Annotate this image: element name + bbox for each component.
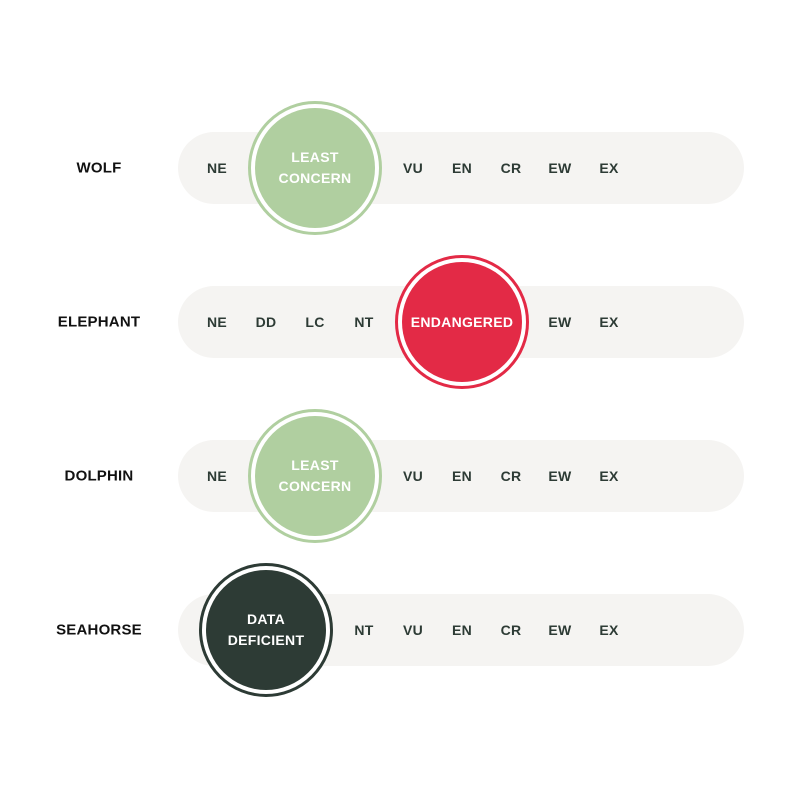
status-badge-fill: ENDANGERED: [402, 262, 522, 382]
category-code-en: EN: [451, 160, 473, 176]
animal-name: ELEPHANT: [57, 313, 141, 331]
status-label: DATA DEFICIENT: [227, 611, 305, 648]
status-row-seahorse: SEAHORSELCNTVUENCREWEXDATA DEFICIENT: [0, 560, 800, 700]
status-badge: LEAST CONCERN: [248, 101, 382, 235]
status-badge: LEAST CONCERN: [248, 409, 382, 543]
category-code-ew: EW: [548, 314, 572, 330]
category-code-ex: EX: [599, 160, 619, 176]
category-code-nt: NT: [354, 622, 374, 638]
category-code-dd: DD: [255, 314, 277, 330]
category-code-ex: EX: [599, 468, 619, 484]
category-code-cr: CR: [500, 160, 522, 176]
category-code-ex: EX: [599, 622, 619, 638]
status-badge-fill: DATA DEFICIENT: [206, 570, 326, 690]
category-code-cr: CR: [500, 468, 522, 484]
status-row-dolphin: DOLPHINNEDDNTVUENCREWEXLEAST CONCERN: [0, 406, 800, 546]
category-code-ne: NE: [206, 468, 228, 484]
category-code-vu: VU: [402, 468, 424, 484]
category-track: NEDDLCNTVUCREWEXENDANGERED: [178, 255, 744, 389]
status-badge-fill: LEAST CONCERN: [255, 108, 375, 228]
animal-name: DOLPHIN: [64, 467, 134, 485]
category-code-cr: CR: [500, 622, 522, 638]
category-code-ew: EW: [548, 160, 572, 176]
category-code-ex: EX: [599, 314, 619, 330]
category-code-ew: EW: [548, 468, 572, 484]
category-code-en: EN: [451, 468, 473, 484]
animal-name: WOLF: [76, 159, 122, 177]
status-row-elephant: ELEPHANTNEDDLCNTVUCREWEXENDANGERED: [0, 252, 800, 392]
status-label: LEAST CONCERN: [278, 457, 352, 494]
category-code-ew: EW: [548, 622, 572, 638]
status-badge-fill: LEAST CONCERN: [255, 416, 375, 536]
status-label: ENDANGERED: [410, 313, 514, 330]
category-track: NEDDNTVUENCREWEXLEAST CONCERN: [178, 409, 744, 543]
category-code-ne: NE: [206, 160, 228, 176]
status-label: LEAST CONCERN: [278, 149, 352, 186]
status-badge: DATA DEFICIENT: [199, 563, 333, 697]
category-code-vu: VU: [402, 622, 424, 638]
category-code-lc: LC: [305, 314, 325, 330]
category-code-nt: NT: [354, 314, 374, 330]
category-code-en: EN: [451, 622, 473, 638]
category-code-ne: NE: [206, 314, 228, 330]
status-badge: ENDANGERED: [395, 255, 529, 389]
category-track: NEDDNTVUENCREWEXLEAST CONCERN: [178, 101, 744, 235]
animal-name: SEAHORSE: [56, 621, 142, 639]
category-track: LCNTVUENCREWEXDATA DEFICIENT: [178, 563, 744, 697]
category-code-vu: VU: [402, 160, 424, 176]
status-row-wolf: WOLFNEDDNTVUENCREWEXLEAST CONCERN: [0, 98, 800, 238]
